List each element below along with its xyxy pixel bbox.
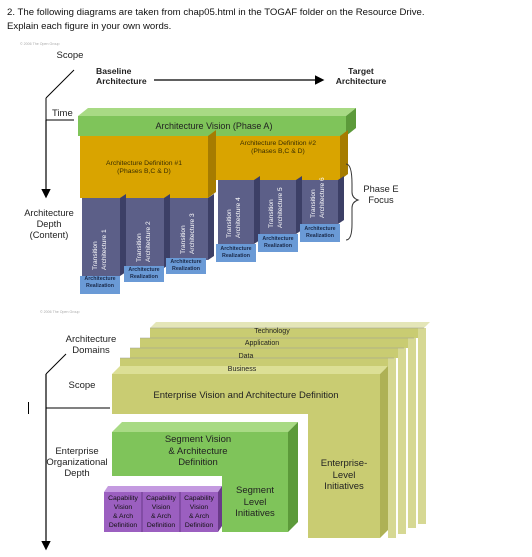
watermark-2: © 2006 The Open Group [40, 310, 80, 314]
layer-application: Application [244, 340, 280, 347]
enterprise-vision-slab [112, 366, 388, 538]
layer-data: Data [238, 353, 254, 360]
question-text: 2. The following diagrams are taken from… [7, 6, 527, 33]
transition-4-line-2: Architecture 4 [235, 197, 242, 238]
phase-e-brace [345, 163, 360, 241]
capability-blocks [104, 486, 222, 532]
layer-business: Business [227, 366, 257, 373]
figure-1-graphic: Transition Architecture 1 Transition Arc… [41, 69, 360, 294]
realization-blocks-right [216, 224, 340, 262]
architecture-definition-1-label: Architecture Definition #1(Phases B,C & … [106, 160, 182, 175]
transition-bars-right [218, 176, 344, 244]
domain-layer-slabs [120, 322, 430, 538]
transition-labels: Transition Architecture 1 Transition Arc… [92, 177, 326, 270]
transition-3-line-2: Architecture 3 [189, 213, 196, 254]
transition-5-line-2: Architecture 5 [277, 187, 284, 228]
transition-2-line-2: Architecture 2 [145, 221, 152, 262]
architecture-definition-2-block [216, 130, 348, 180]
transition-1-line-1: Transition [92, 241, 99, 270]
watermark-1: © 2006 The Open Group [20, 42, 60, 46]
transition-2-line-1: Transition [136, 233, 143, 262]
segment-block [112, 422, 298, 532]
figure-2-graphic [41, 322, 430, 551]
question-line-1: 2. The following diagrams are taken from… [7, 7, 425, 18]
architecture-vision-label: Architecture Vision (Phase A) [155, 121, 273, 131]
realization-blocks-left [80, 258, 206, 294]
text-cursor [28, 402, 29, 414]
transition-6-line-2: Architecture 6 [319, 177, 326, 218]
transition-6-line-1: Transition [310, 189, 317, 218]
enterprise-vision-label: Enterprise Vision and Architecture Defin… [153, 390, 339, 401]
transition-4-line-1: Transition [226, 209, 233, 238]
architecture-vision-bar [78, 108, 356, 136]
transition-bars-left [82, 194, 214, 276]
fig1-scope-label: Scope [56, 50, 84, 61]
transition-3-line-1: Transition [180, 225, 187, 254]
layer-technology: Technology [254, 328, 290, 335]
togaf-figure-1: Transition Architecture 1 Transition Arc… [0, 44, 532, 296]
architecture-definition-2-label: Architecture Definition #2(Phases B,C & … [240, 140, 316, 155]
architecture-definition-1-block [80, 130, 216, 198]
transition-5-line-1: Transition [268, 199, 275, 228]
scope-axis-diagonal [45, 69, 75, 99]
time-label: Time [52, 108, 73, 119]
question-line-2: Explain each figure in your own words. [7, 20, 172, 32]
fig2-scope-label: Scope [68, 380, 96, 391]
transition-1-line-2: Architecture 1 [101, 229, 108, 270]
